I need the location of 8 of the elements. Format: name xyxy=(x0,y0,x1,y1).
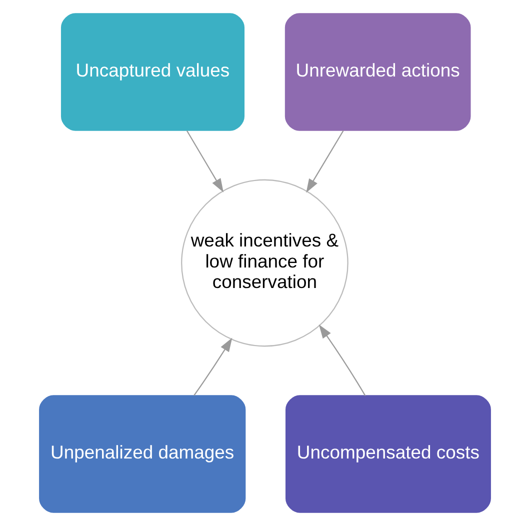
node-box: Uncaptured values xyxy=(60,12,245,130)
node-box: Unpenalized damages xyxy=(39,394,246,512)
arrow xyxy=(186,130,224,192)
node-box: Unrewarded actions xyxy=(284,12,471,130)
node-box: Uncompensated costs xyxy=(285,394,491,512)
arrow xyxy=(194,337,232,396)
arrow xyxy=(318,324,366,396)
arrow xyxy=(306,130,344,192)
